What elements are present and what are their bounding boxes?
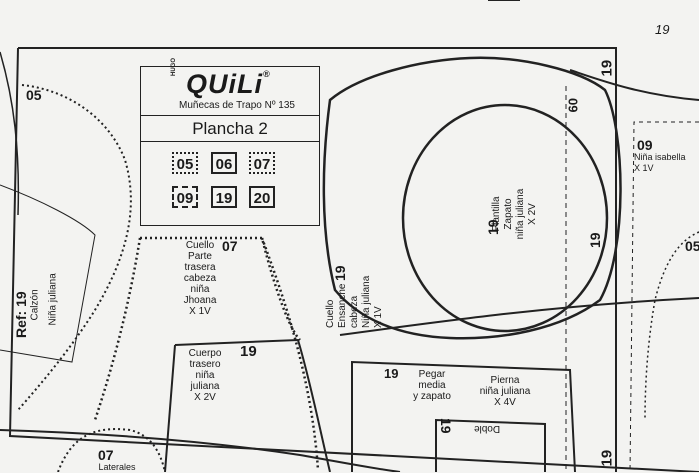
chip-07: 07 — [249, 152, 275, 174]
ensanche-line-1: Cuello — [325, 299, 336, 328]
sheet-frame — [8, 47, 699, 472]
cuello-line-7: X 1V — [189, 306, 211, 317]
pegar-line-3: y zapato — [413, 391, 451, 402]
ensanche-line-4: Niña juliana — [361, 275, 372, 328]
pegar-number: 19 — [384, 366, 399, 381]
isabella-line-1: Niña isabella — [634, 152, 686, 162]
plancha-title: Plancha 2 — [141, 116, 319, 142]
isabella-number: 09 — [637, 137, 653, 153]
plantilla-line-3: niña juliana — [515, 188, 526, 240]
plantilla-line-4: X 2V — [527, 203, 538, 225]
isabella-text: Niña isabella X 1V — [634, 152, 686, 174]
pegar-line-2: media — [418, 380, 446, 391]
doble-number: 19 — [438, 418, 454, 434]
cuerpo-outline — [164, 338, 331, 472]
cuello-line-4: cabeza — [183, 273, 217, 284]
plantilla-line-1: Plantilla — [491, 196, 502, 232]
title-block: HUGO QUiLi® Muñecas de Trapo Nº 135 Plan… — [140, 58, 320, 226]
plantilla-line-2: Zapato — [503, 198, 514, 230]
calzon-name: Niña juliana — [47, 273, 59, 326]
far-right-number: 05 — [685, 238, 699, 254]
piece-05-outline — [17, 84, 132, 411]
zapato-curve — [569, 69, 699, 101]
calzon-label: Calzón — [29, 289, 41, 321]
brand-registered: ® — [263, 69, 271, 79]
chip-06: 06 — [211, 152, 237, 174]
bottom-curve — [0, 429, 401, 472]
pierna-outline — [351, 360, 576, 472]
cuerpo-text: Cuerpo trasero niña juliana X 2V — [175, 348, 235, 403]
pegar-line-1: Pegar — [418, 369, 446, 380]
brand-small: HUGO — [171, 58, 177, 76]
cuerpo-line-5: X 2V — [194, 392, 216, 403]
isabella-line-2: X 1V — [634, 163, 654, 173]
piece-05-number: 05 — [26, 87, 42, 103]
doble-box — [435, 418, 546, 472]
brand-row: HUGO QUiLi® Muñecas de Trapo Nº 135 — [141, 58, 319, 116]
cuello-line-3: trasera — [184, 262, 216, 273]
cuello-line-5: niña — [190, 284, 210, 295]
zapato-number: 19 — [587, 232, 603, 248]
mid-curve — [339, 297, 699, 336]
cuello-line-1: Cuello — [185, 240, 215, 251]
chip-09: 09 — [172, 186, 198, 208]
ensanche-line-3: cabeza — [349, 295, 360, 328]
cuerpo-line-4: juliana — [190, 381, 220, 392]
brand-logo: QUiLi® — [186, 69, 271, 100]
cuerpo-number: 19 — [240, 343, 257, 360]
cuerpo-line-3: niña — [195, 370, 215, 381]
isabella-outline — [629, 121, 699, 472]
ensanche-text: Cuello Ensanche cabeza Niña juliana X 1V — [325, 208, 385, 328]
ensanche-line-2: Ensanche — [337, 283, 348, 328]
chip-19: 19 — [211, 186, 237, 208]
cuerpo-line-2: trasero — [189, 359, 221, 370]
laterales-outline — [57, 428, 166, 472]
corner-curve — [0, 51, 20, 216]
cuello-right-dots — [260, 237, 320, 471]
laterales-text: Laterales — [98, 462, 136, 472]
cuello-text: Cuello Parte trasera cabeza niña Jhoana … — [168, 240, 232, 317]
bottom-right-number: 19 — [598, 449, 616, 467]
cuello-line-2: Parte — [188, 251, 212, 262]
calzon-outline — [0, 184, 96, 363]
page-number: 19 — [655, 22, 670, 37]
pierna-text: Pierna niña juliana X 4V — [470, 375, 540, 408]
plantilla-text: Plantilla Zapato niña juliana X 2V — [491, 154, 543, 274]
cuello-number: 07 — [222, 238, 238, 254]
pierna-line-3: X 4V — [494, 397, 516, 408]
right-60-number: 60 — [565, 98, 581, 113]
right-top-number: 19 — [598, 59, 616, 77]
pierna-line-1: Pierna — [490, 375, 520, 386]
doble-label: Doble — [474, 423, 501, 434]
brand-name: QUiLi — [186, 69, 263, 99]
cuerpo-line-1: Cuerpo — [188, 348, 222, 359]
ensanche-line-5: X 1V — [373, 306, 384, 328]
chip-05: 05 — [172, 152, 198, 174]
ref-code: Ref: 19 — [13, 291, 29, 338]
chip-20: 20 — [249, 186, 275, 208]
pierna-line-2: niña juliana — [479, 386, 531, 397]
ensanche-outline — [322, 56, 622, 340]
laterales-number: 07 — [98, 447, 114, 463]
cuello-07-outline — [93, 236, 301, 421]
cuello-line-6: Jhoana — [183, 295, 217, 306]
far-right-curve — [644, 231, 699, 421]
brand-subtitle: Muñecas de Trapo Nº 135 — [179, 100, 295, 111]
pegar-text: Pegar media y zapato — [402, 369, 462, 402]
plantilla-outline — [401, 103, 609, 333]
